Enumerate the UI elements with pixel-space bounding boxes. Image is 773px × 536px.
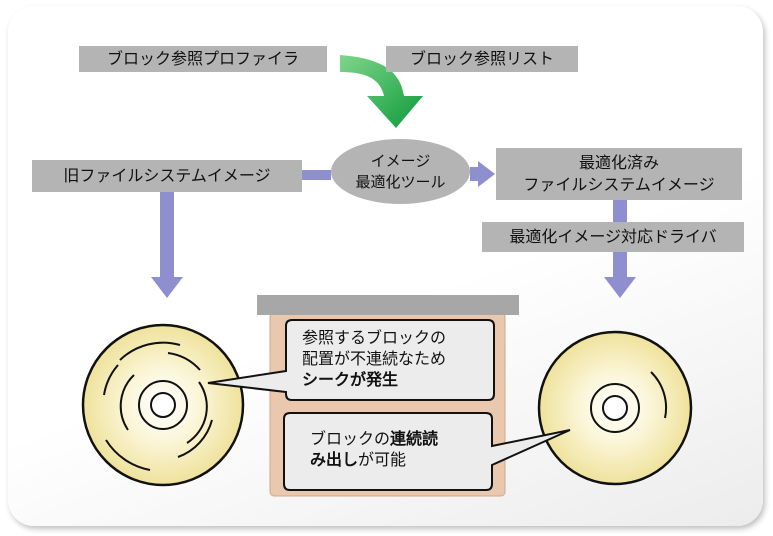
seek-line2: 配置が不連続なため	[302, 349, 447, 368]
optimized-image-driver-label: 最適化イメージ対応ドライバ	[482, 222, 744, 252]
fragmented-disk	[81, 323, 245, 487]
optimized-disk	[537, 330, 693, 486]
block-ref-profiler-label: ブロック参照プロファイラ	[79, 46, 327, 72]
sequential-line1-bold: 連続読	[390, 429, 439, 448]
seek-line3: シークが発生	[302, 369, 446, 390]
tool-to-optimized-arrow	[470, 161, 495, 187]
tool-label-line2: 最適化ツール	[355, 172, 446, 191]
sequential-line2-normal: が可能	[358, 450, 407, 469]
sequential-callout-text: ブロックの連続読 み出しが可能	[310, 428, 438, 470]
profiler-to-tool-arrow	[340, 55, 423, 128]
seek-line1: 参照するブロックの	[302, 328, 447, 347]
sequential-line1-normal: ブロックの	[310, 429, 391, 448]
sequential-line1: ブロックの連続読	[310, 428, 438, 449]
image-optimization-tool: イメージ 最適化ツール	[331, 139, 470, 204]
seek-callout-bubble	[207, 319, 495, 401]
seek-callout-text: 参照するブロックの 配置が不連続なため シークが発生	[302, 327, 446, 390]
seek-line3-bold: シークが発生	[302, 370, 399, 389]
optimized-fs-image-label: 最適化済み ファイルシステムイメージ	[496, 148, 742, 200]
sequential-line2: み出しが可能	[310, 449, 438, 470]
sequential-callout-bubble	[283, 412, 571, 491]
block-ref-list-label: ブロック参照リスト	[386, 46, 578, 72]
optimized-label-line2: ファイルシステムイメージ	[523, 175, 715, 194]
old-image-down-arrow	[151, 192, 183, 298]
storage-top-bar	[257, 295, 519, 315]
optimized-label-line1: 最適化済み	[578, 153, 659, 172]
old-image-to-tool-arrow	[302, 170, 331, 180]
sequential-line2-bold: み出し	[310, 450, 359, 469]
old-fs-image-label: 旧ファイルシステムイメージ	[32, 160, 302, 192]
tool-label-line1: イメージ	[370, 151, 431, 170]
